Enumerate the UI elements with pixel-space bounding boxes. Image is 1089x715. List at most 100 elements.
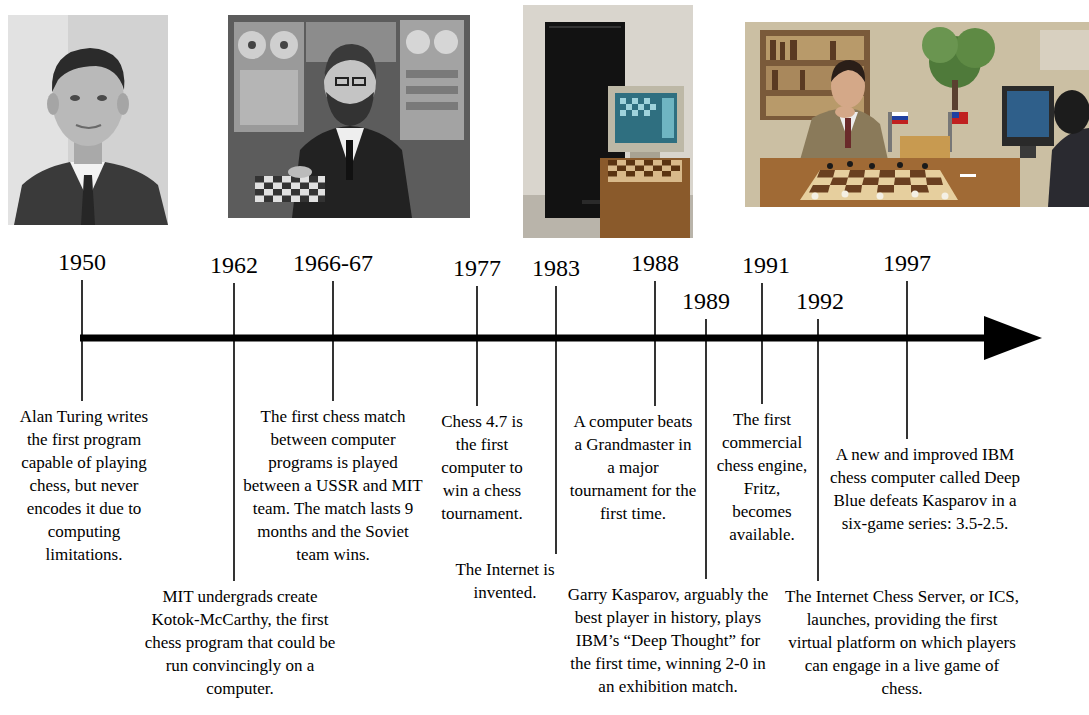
- match-photo-part: [1002, 86, 1054, 146]
- match-photo-part-part: [830, 178, 848, 186]
- deep-blue-photo-part-part: [644, 160, 653, 166]
- event-description: Alan Turing writes the first program cap…: [8, 405, 160, 566]
- match-photo-part: [1048, 128, 1089, 207]
- year-label: 1966-67: [293, 249, 373, 277]
- year-label: 1989: [682, 287, 730, 315]
- early-computer-photo-part: [326, 92, 374, 126]
- early-computer-photo-part: [288, 166, 312, 178]
- deep-blue-photo-part-part: [644, 171, 653, 177]
- event-description: MIT undergrads create Kotok-McCarthy, th…: [138, 585, 343, 700]
- tick-line: [761, 283, 763, 404]
- year-label: 1962: [210, 251, 258, 279]
- early-computer-photo-part-part: [300, 196, 309, 203]
- match-photo-part-part: [869, 163, 875, 169]
- match-photo-part-part: [922, 163, 928, 169]
- early-computer-photo-part: [255, 176, 325, 202]
- event-description: The Internet is invented.: [444, 558, 566, 604]
- deep-blue-photo-part-part: [644, 110, 650, 116]
- early-computer-photo-part-part: [318, 183, 325, 190]
- early-computer-photo-part: [240, 70, 298, 125]
- tick-line: [817, 319, 819, 581]
- match-photo: [745, 22, 1089, 207]
- match-photo-part-part: [772, 70, 778, 90]
- match-photo-part-part: [770, 40, 776, 60]
- deep-blue-photo-part-part: [653, 166, 662, 172]
- year-label: 1997: [883, 249, 931, 277]
- timeline-axis-part: [80, 335, 990, 342]
- deep-blue-photo-part: [620, 98, 656, 116]
- tick-line: [476, 286, 478, 406]
- early-computer-photo-part: [324, 44, 376, 80]
- match-photo-part: [1020, 146, 1036, 158]
- match-photo-part: [900, 136, 950, 160]
- event-description: A new and improved IBM chess computer ca…: [824, 443, 1026, 535]
- year-label: 1983: [532, 254, 580, 282]
- tick-line: [233, 283, 235, 581]
- match-photo-part: [760, 30, 870, 120]
- match-photo-part-part: [780, 42, 785, 60]
- year-label: 1992: [796, 287, 844, 315]
- match-photo-part-part: [812, 193, 819, 200]
- deep-blue-photo-part-part: [608, 171, 617, 177]
- match-photo-part-part: [800, 70, 805, 90]
- early-computer-photo-part: [400, 20, 464, 140]
- match-photo-part: [952, 112, 959, 118]
- deep-blue-photo-part-part: [626, 160, 635, 166]
- deep-blue-photo-part-part: [650, 104, 656, 110]
- match-photo-part-part: [879, 170, 895, 178]
- timeline-axis: [80, 316, 1042, 360]
- match-photo-part: [827, 161, 928, 169]
- deep-blue-photo-part: [608, 86, 684, 152]
- early-computer-photo: [228, 15, 470, 218]
- year-label: 1950: [58, 248, 106, 276]
- early-computer-photo-part: [406, 30, 430, 54]
- match-photo-part: [888, 112, 892, 152]
- year-label: 1991: [742, 251, 790, 279]
- portrait-photo-part: [117, 93, 129, 115]
- deep-blue-photo-part: [549, 26, 621, 28]
- deep-blue-photo: [523, 5, 693, 238]
- early-computer-photo-part-part: [273, 189, 282, 196]
- early-computer-photo-part-part: [318, 196, 325, 203]
- match-photo-part: [922, 27, 958, 63]
- early-computer-photo-part: [255, 176, 325, 202]
- event-description: Garry Kasparov, arguably the best player…: [567, 583, 769, 698]
- tick-line: [654, 281, 656, 406]
- match-photo-part-part: [877, 193, 884, 200]
- early-computer-photo-part-part: [264, 196, 273, 203]
- deep-blue-photo-part-part: [644, 98, 650, 104]
- match-photo-part-part: [897, 162, 903, 168]
- match-photo-part-part: [790, 40, 797, 60]
- year-label: 1977: [453, 254, 501, 282]
- deep-blue-photo-part: [523, 5, 693, 238]
- deep-blue-photo-part-part: [635, 166, 644, 172]
- match-photo-part-part: [842, 191, 849, 198]
- portrait-photo-part: [47, 93, 59, 115]
- match-photo-part: [1054, 90, 1089, 134]
- deep-blue-photo-part-part: [620, 98, 626, 104]
- early-computer-photo-part: [406, 102, 458, 110]
- match-photo-part: [766, 36, 864, 60]
- match-photo-part-part: [912, 191, 919, 198]
- match-photo-part-part: [817, 170, 835, 178]
- match-photo-part: [892, 116, 908, 120]
- match-photo-part: [892, 120, 908, 124]
- early-computer-photo-part-part: [282, 196, 291, 203]
- deep-blue-photo-part: [600, 158, 690, 238]
- match-photo-part: [800, 170, 958, 200]
- portrait-photo-part: [14, 162, 168, 225]
- deep-blue-photo-part-part: [620, 110, 626, 116]
- early-computer-photo-part-part: [255, 176, 264, 183]
- portrait-photo-part: [97, 95, 107, 101]
- early-computer-photo-part: [280, 41, 288, 49]
- deep-blue-photo-part-part: [626, 171, 635, 177]
- match-photo-part: [745, 22, 1089, 207]
- early-computer-photo-part-part: [300, 183, 309, 190]
- event-description: The first chess match between computer p…: [240, 405, 426, 566]
- deep-blue-photo-part: [630, 152, 660, 158]
- event-description: Chess 4.7 is the first computer to win a…: [430, 410, 534, 525]
- match-photo-part-part: [809, 185, 830, 193]
